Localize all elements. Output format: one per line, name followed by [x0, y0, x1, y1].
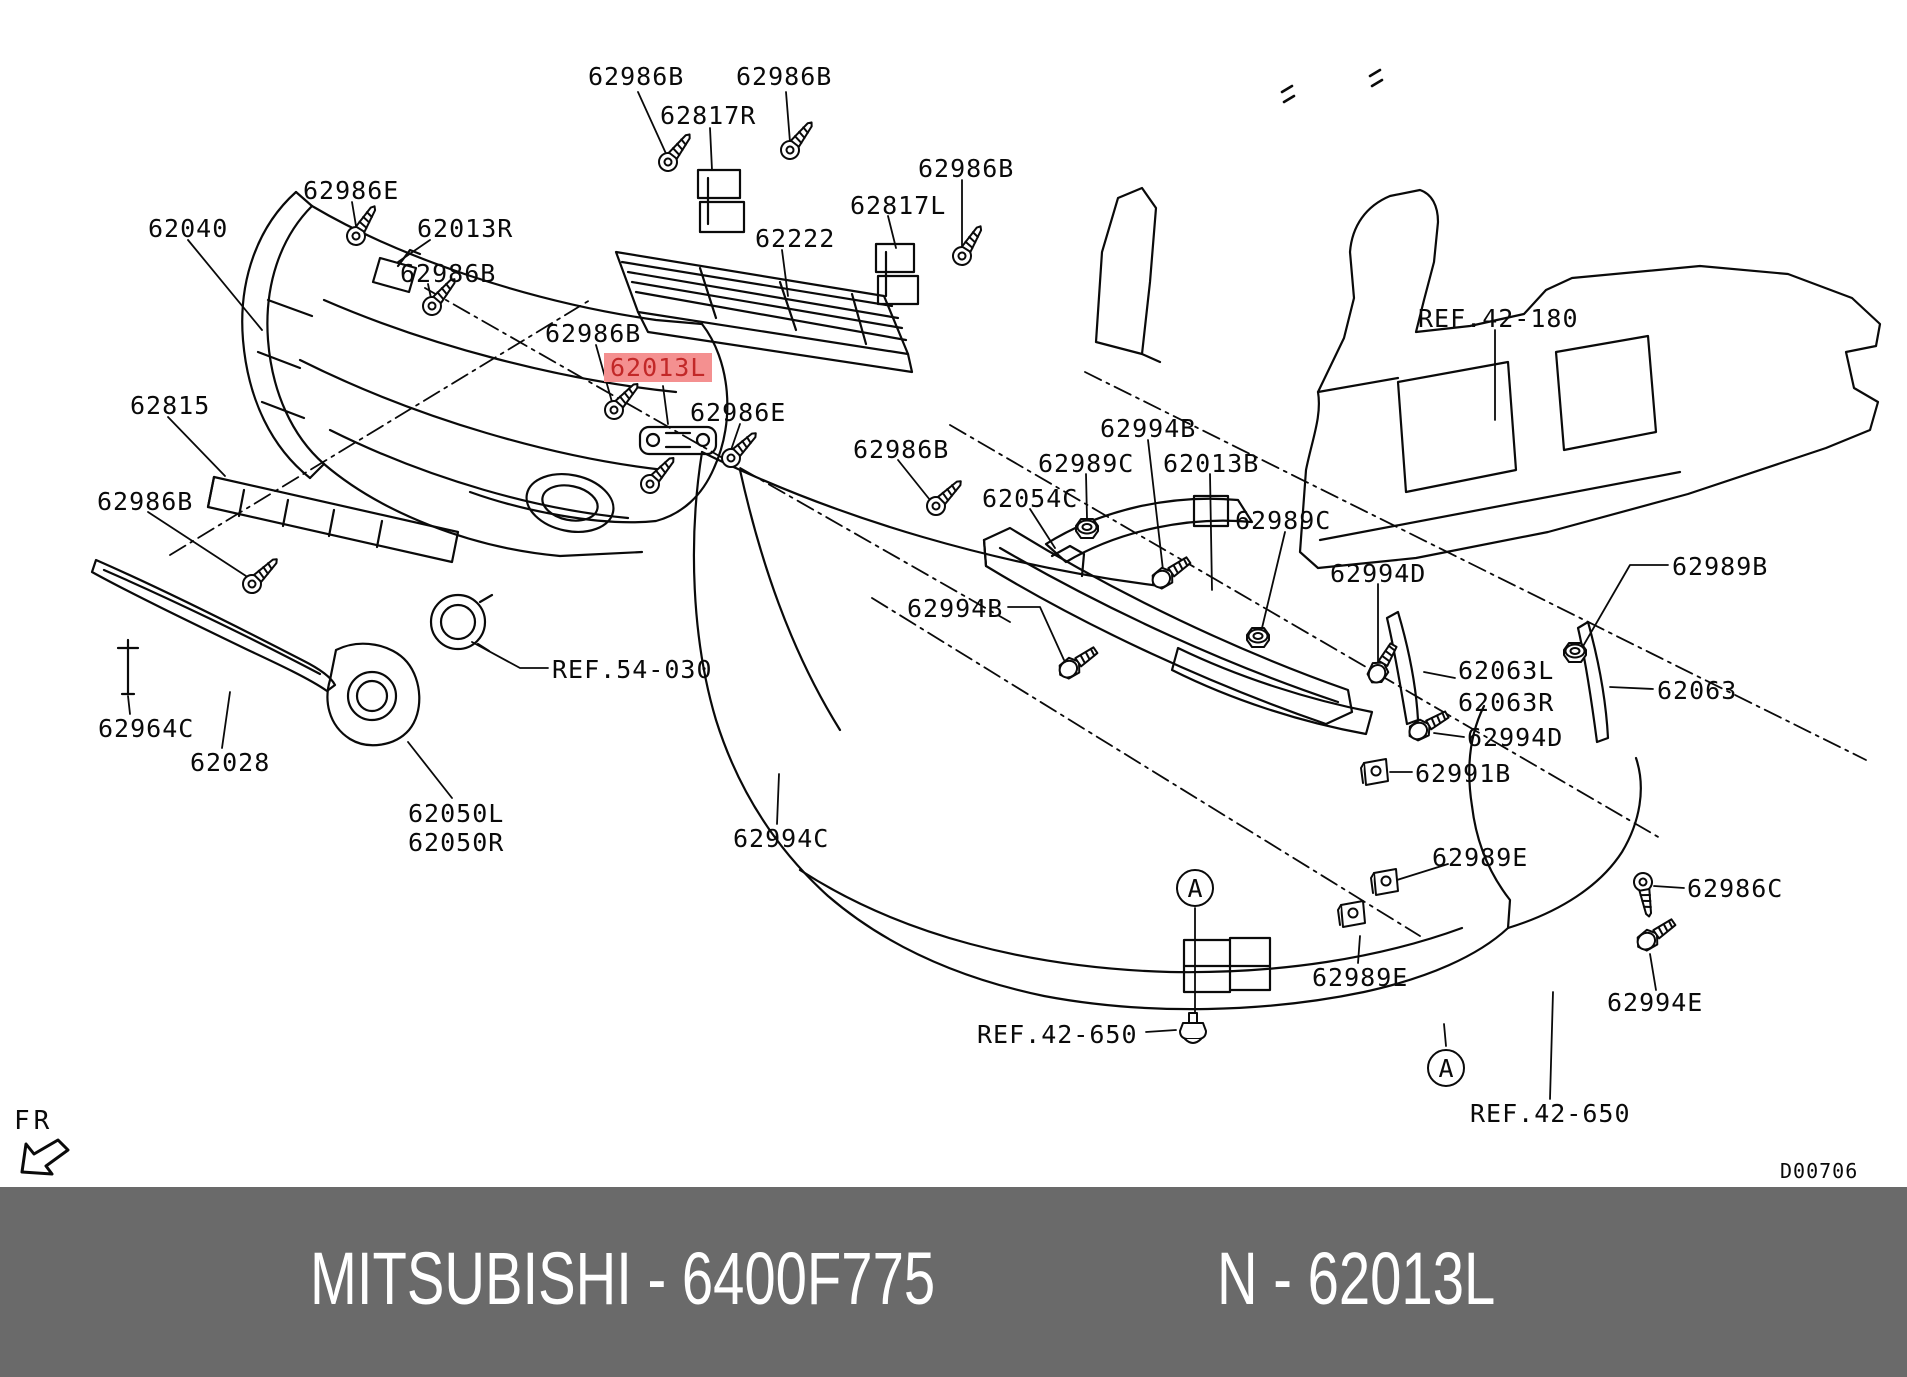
- part-label-62989e[interactable]: 62989E: [1312, 963, 1409, 992]
- part-label-62991b[interactable]: 62991B: [1415, 759, 1512, 788]
- part-label-62054c[interactable]: 62054C: [982, 484, 1079, 513]
- part-label-62986b[interactable]: 62986B: [853, 435, 950, 464]
- part-label-62222[interactable]: 62222: [755, 224, 836, 253]
- radiator-support-art: [1094, 68, 1882, 570]
- part-label-62989c[interactable]: 62989C: [1038, 449, 1135, 478]
- part-label-62986b[interactable]: 62986B: [588, 62, 685, 91]
- document-code: D00706: [1780, 1159, 1859, 1183]
- bracket-62013L-art: [638, 425, 718, 456]
- leader-lines: [127, 91, 1685, 1100]
- ref-label-ref42650: REF.42-650: [1470, 1099, 1631, 1128]
- construction-lines: [169, 287, 1867, 937]
- license-support-art: [206, 475, 460, 564]
- bumper-bracket-art: [1044, 494, 1374, 736]
- part-label-62028[interactable]: 62028: [190, 748, 271, 777]
- part-label-62986b[interactable]: 62986B: [736, 62, 833, 91]
- part-label-62013b[interactable]: 62013B: [1163, 449, 1260, 478]
- front-direction-indicator: FR: [14, 1106, 74, 1186]
- diagram-line-art: [90, 68, 1882, 1100]
- part-label-62986b[interactable]: 62986B: [918, 154, 1015, 183]
- part-label-62994d[interactable]: 62994D: [1467, 723, 1564, 752]
- view-marker-a-2: A: [1427, 1049, 1465, 1087]
- part-label-62817r[interactable]: 62817R: [660, 101, 757, 130]
- fog-bezel-art: [326, 642, 421, 747]
- part-label-62994c[interactable]: 62994C: [733, 824, 830, 853]
- banner-selected-part: N - 62013L: [1217, 1237, 1496, 1321]
- part-label-62994b[interactable]: 62994B: [907, 594, 1004, 623]
- front-bumper-face-art: [241, 190, 729, 558]
- part-label-62013l-highlighted[interactable]: 62013L: [604, 353, 713, 382]
- part-label-62040[interactable]: 62040: [148, 214, 229, 243]
- part-label-62964c[interactable]: 62964C: [98, 714, 195, 743]
- part-label-62994b[interactable]: 62994B: [1100, 414, 1197, 443]
- part-label-62063[interactable]: 62063: [1657, 676, 1738, 705]
- banner-brand-part-number: MITSUBISHI - 6400F775: [310, 1237, 936, 1321]
- part-label-62986e[interactable]: 62986E: [690, 398, 787, 427]
- bumper-skin-art: [692, 450, 1642, 1011]
- part-label-62063l[interactable]: 62063L: [1458, 656, 1555, 685]
- view-marker-a-1: A: [1176, 869, 1214, 907]
- upper-grille-art: [614, 250, 914, 374]
- footer-banner: MITSUBISHI - 6400F775 N - 62013L: [0, 1187, 1907, 1377]
- rivet-pin-art: [116, 638, 140, 696]
- part-label-62989c[interactable]: 62989C: [1235, 506, 1332, 535]
- part-label-62989b[interactable]: 62989B: [1672, 552, 1769, 581]
- part-label-62986b[interactable]: 62986B: [545, 319, 642, 348]
- part-label-62994e[interactable]: 62994E: [1607, 988, 1704, 1017]
- part-label-62063r[interactable]: 62063R: [1458, 688, 1555, 717]
- ref-label-ref42180: REF.42-180: [1418, 304, 1579, 333]
- part-label-62050r[interactable]: 62050R: [408, 828, 505, 857]
- front-direction-arrow-icon: [20, 1138, 70, 1176]
- ref-label-ref42650: REF.42-650: [977, 1020, 1138, 1049]
- part-label-62994d[interactable]: 62994D: [1330, 559, 1427, 588]
- part-label-62986e[interactable]: 62986E: [303, 176, 400, 205]
- ref-label-ref54030: REF.54-030: [552, 655, 713, 684]
- part-label-62986b[interactable]: 62986B: [97, 487, 194, 516]
- bracket-62013R-art: [371, 248, 422, 294]
- part-label-62815[interactable]: 62815: [130, 391, 211, 420]
- reinforcement-beam-art: [982, 526, 1354, 726]
- part-label-62986c[interactable]: 62986C: [1687, 874, 1784, 903]
- part-label-62986b[interactable]: 62986B: [400, 259, 497, 288]
- part-label-62817l[interactable]: 62817L: [850, 191, 947, 220]
- grille-bracket-art: [696, 168, 920, 306]
- part-label-62989e[interactable]: 62989E: [1432, 843, 1529, 872]
- part-label-62050l[interactable]: 62050L: [408, 799, 505, 828]
- fr-label: FR: [14, 1106, 54, 1136]
- part-label-62013r[interactable]: 62013R: [417, 214, 514, 243]
